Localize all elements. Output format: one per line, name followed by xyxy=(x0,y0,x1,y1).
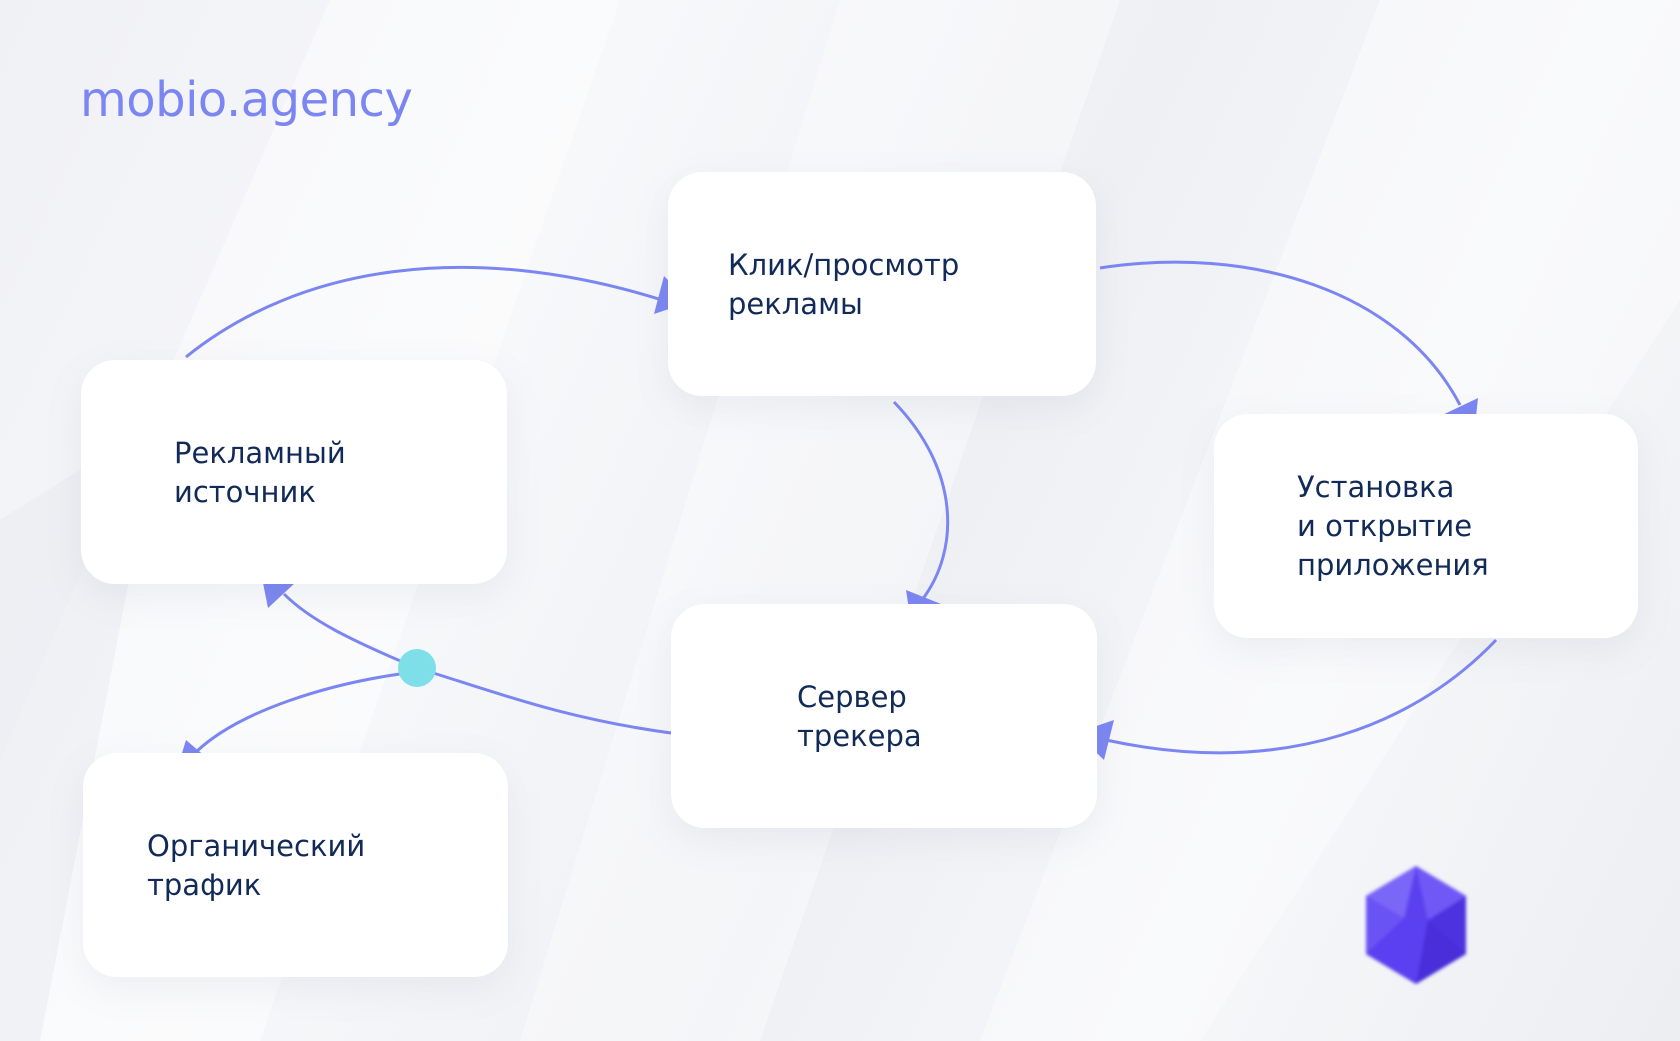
polyhedron-logo-icon xyxy=(1366,866,1466,984)
edge-junction-to-organic xyxy=(194,672,401,754)
edge-click-to-server xyxy=(892,400,950,601)
edge-install-to-server xyxy=(1105,638,1498,755)
node-organic-traffic-label: Органический трафик xyxy=(147,829,366,902)
node-ad-click: Клик/просмотр рекламы xyxy=(668,172,1096,396)
node-tracker-server-label: Сервер трекера xyxy=(797,680,922,753)
node-app-install: Установка и открытие приложения xyxy=(1214,414,1638,638)
node-ad-source-label: Рекламный источник xyxy=(174,436,346,509)
edge-click-to-install xyxy=(1099,260,1462,406)
node-organic-traffic: Органический трафик xyxy=(83,753,508,977)
junction-dot xyxy=(398,649,436,687)
node-ad-source: Рекламный источник xyxy=(81,360,507,584)
edge-source-to-click xyxy=(185,265,663,359)
brand-logo: mobio.agency xyxy=(80,72,413,128)
edge-server-to-source xyxy=(282,592,672,735)
node-tracker-server: Сервер трекера xyxy=(671,604,1097,828)
node-ad-click-label: Клик/просмотр рекламы xyxy=(728,248,960,321)
node-app-install-label: Установка и открытие приложения xyxy=(1297,470,1489,582)
